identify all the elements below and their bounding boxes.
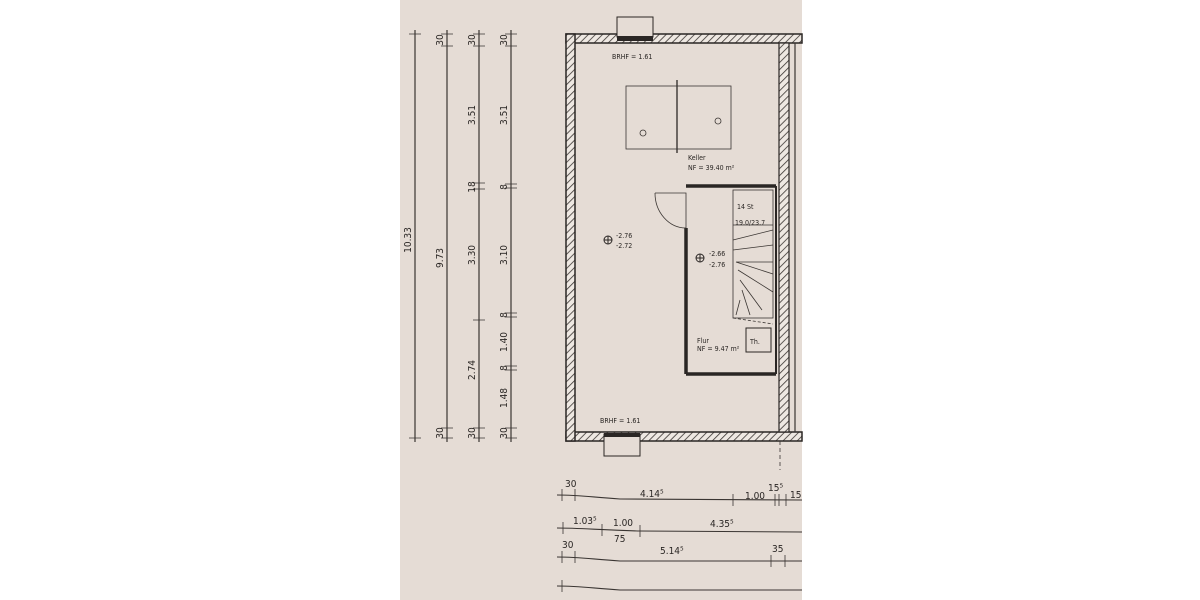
paper-background (400, 0, 802, 600)
level-flur-2: -2.76 (709, 261, 725, 269)
dim-h1: 4.14⁵ (640, 489, 664, 500)
level-flur-1: -2.66 (709, 250, 725, 258)
dim-v3: 18 (467, 181, 478, 193)
dim-v3: 30 (467, 427, 478, 439)
room-name-keller: Keller (688, 154, 706, 162)
dim-v4: 30 (499, 34, 510, 46)
horizontal-dimension-labels: 30 4.14⁵ 1.00 15⁵ 15 1.03⁵ 1.00 75 4.35⁵… (562, 479, 801, 557)
sill-height-bottom: BRHF = 1.61 (600, 417, 640, 425)
dim-v2: 30 (435, 427, 446, 439)
door-swing (654, 192, 687, 229)
heater-label: Th. (749, 338, 760, 346)
dim-v4: 3.51 (499, 105, 510, 125)
washer-dryer (625, 80, 732, 153)
room-area-keller: NF = 39.40 m² (688, 164, 735, 172)
walls (565, 33, 803, 470)
dim-h3: 30 (562, 540, 574, 551)
dim-v4: 1.48 (499, 388, 510, 408)
dim-v2: 9.73 (435, 248, 446, 268)
dim-v3: 2.74 (467, 360, 478, 380)
dim-h1: 15 (790, 490, 801, 501)
flur-walls (684, 184, 777, 376)
dim-h3: 5.14⁵ (660, 546, 684, 557)
level-marker-icon (603, 235, 613, 245)
dim-v3: 30 (467, 34, 478, 46)
dim-h2: 4.35⁵ (710, 519, 734, 530)
dim-h1: 30 (565, 479, 577, 490)
level-marker-icon (695, 253, 705, 263)
dim-h1: 15⁵ (768, 483, 783, 494)
dim-v4: 8 (499, 312, 510, 318)
room-name-flur: Flur (697, 337, 709, 345)
sill-height-top: BRHF = 1.61 (612, 53, 652, 61)
level-keller-1: -2.76 (616, 232, 632, 240)
dim-h2: 1.00 (613, 518, 633, 529)
horizontal-dimensions (556, 489, 803, 592)
room-area-flur: NF = 9.47 m² (697, 345, 740, 353)
dim-v4: 8 (499, 184, 510, 190)
dim-h2: 1.03⁵ (573, 516, 597, 527)
dim-v4: 3.10 (499, 245, 510, 265)
heater-box (745, 327, 772, 353)
window-top (616, 16, 654, 41)
level-keller-2: -2.72 (616, 242, 632, 250)
vertical-dimension-labels: 10.33 30 9.73 30 30 3.51 18 3.30 2.74 30… (403, 34, 510, 439)
dim-h2: 75 (614, 534, 625, 545)
stairs-steps: 14 St (737, 203, 754, 211)
dim-v3: 3.30 (467, 245, 478, 265)
dim-v4: 8 (499, 365, 510, 371)
dim-h1: 1.00 (745, 491, 765, 502)
window-bottom (603, 433, 641, 457)
dim-v4: 30 (499, 427, 510, 439)
dim-v2: 30 (435, 34, 446, 46)
vertical-dimensions (409, 30, 517, 442)
dim-v4: 1.40 (499, 332, 510, 352)
stairs-ratio: 19.0/23.7 (735, 219, 765, 227)
dim-v1-total: 10.33 (403, 227, 414, 253)
staircase (732, 189, 774, 325)
dim-h3: 35 (772, 544, 783, 555)
dim-v3: 3.51 (467, 105, 478, 125)
